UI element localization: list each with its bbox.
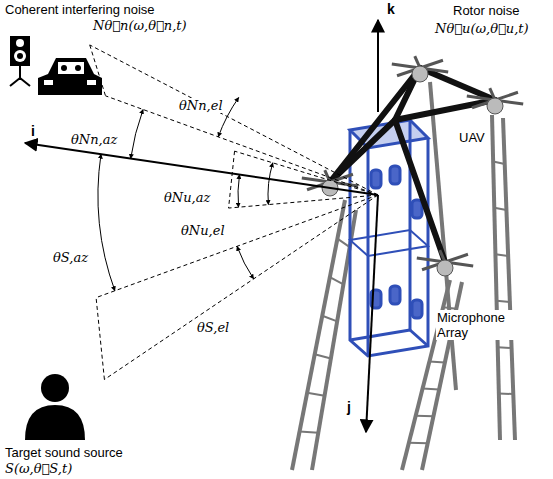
label-text: θNu,az xyxy=(163,190,211,205)
label-text: θNn,el xyxy=(178,98,224,113)
angle-geometry xyxy=(90,45,378,380)
label-text: Nθ⃗n(ω,θ⃗n,t) xyxy=(92,18,188,33)
label-text: θS,az xyxy=(52,250,89,265)
label-text: Nθ⃗u(ω,θ⃗u,t) xyxy=(434,21,530,36)
label-text: Microphone Array xyxy=(436,310,516,340)
label-text: i xyxy=(30,124,36,139)
label-text: θNn,az xyxy=(70,132,118,147)
person-icon xyxy=(25,374,85,440)
speaker-icon xyxy=(10,36,30,86)
label-text: Target sound source xyxy=(4,445,124,460)
landing-legs xyxy=(292,82,515,470)
label-text: j xyxy=(346,400,352,415)
label-text: UAV xyxy=(458,130,486,145)
label-text: k xyxy=(386,2,396,17)
label-text: θNu,el xyxy=(180,223,226,238)
label-text: S(ω,θ⃗S,t) xyxy=(4,461,73,476)
rotors xyxy=(302,56,523,276)
label-text: Coherent interfering noise xyxy=(4,2,156,17)
car-icon xyxy=(38,58,102,95)
label-text: Rotor noise xyxy=(452,3,520,18)
label-text: θS,el xyxy=(196,320,230,335)
leg-rungs xyxy=(300,161,514,443)
